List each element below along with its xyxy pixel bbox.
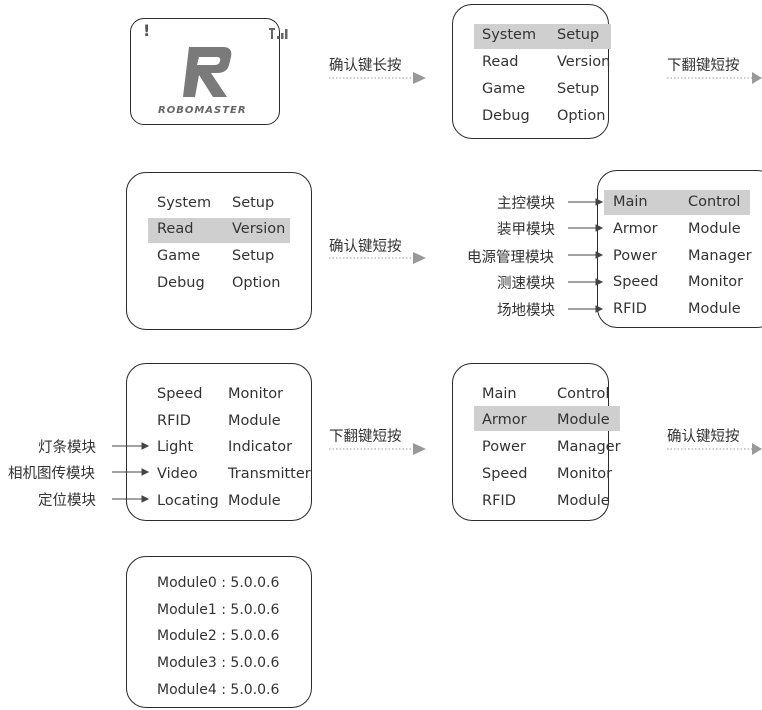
menu-item-version[interactable]: Version	[232, 221, 286, 237]
module-item-monitor[interactable]: Monitor	[228, 386, 284, 402]
version-line-module1: Module1 : 5.0.0.6	[157, 602, 280, 618]
menu-item-setup[interactable]: Setup	[232, 195, 275, 211]
module-item-rfid-module[interactable]: Module	[228, 413, 281, 429]
label-power-cn: 电源管理模块	[467, 250, 554, 266]
menu-item-game-setup[interactable]: Setup	[232, 248, 275, 264]
label-rfid-cn: 场地模块	[497, 303, 555, 319]
selected-row-highlight	[474, 24, 611, 49]
module-item-transmitter[interactable]: Transmitter	[228, 466, 311, 482]
menu-item-read[interactable]: Read	[157, 221, 194, 237]
label-locating-cn: 定位模块	[38, 493, 96, 509]
version-line-module4: Module4 : 5.0.0.6	[157, 682, 280, 698]
menu-item-system[interactable]: System	[482, 27, 537, 43]
label-main-control-cn: 主控模块	[497, 196, 555, 212]
module-item-monitor[interactable]: Monitor	[557, 466, 613, 482]
module-item-indicator[interactable]: Indicator	[228, 439, 293, 455]
menu-item-game[interactable]: Game	[482, 81, 526, 97]
arrowhead-icon	[413, 443, 426, 455]
module-item-armor-module[interactable]: Module	[557, 412, 610, 428]
module-item-video[interactable]: Video	[157, 466, 198, 482]
arrowhead-icon	[752, 443, 762, 455]
menu-item-read[interactable]: Read	[482, 54, 519, 70]
selected-row-highlight	[604, 190, 750, 215]
module-item-main[interactable]: Main	[482, 386, 517, 402]
dotted-step-arrow	[329, 77, 752, 450]
version-line-module0: Module0 : 5.0.0.6	[157, 575, 280, 591]
menu-item-debug[interactable]: Debug	[482, 108, 530, 124]
step-label-down-short-2: 下翻键短按	[329, 429, 402, 445]
step-label-long-confirm: 确认键长按	[329, 58, 402, 74]
step-label-down-short-1: 下翻键短按	[667, 58, 740, 74]
module-menu-panel-scrolled	[126, 363, 312, 521]
menu-item-option[interactable]: Option	[232, 275, 281, 291]
arrowhead-icon	[752, 72, 762, 84]
label-light-cn: 灯条模块	[38, 440, 96, 456]
selected-row-highlight	[148, 218, 290, 243]
signal-icon	[267, 25, 291, 44]
module-item-armor[interactable]: Armor	[482, 412, 527, 428]
module-item-control[interactable]: Control	[557, 386, 610, 402]
module-item-monitor[interactable]: Monitor	[688, 274, 744, 290]
module-item-rfid-module[interactable]: Module	[688, 301, 741, 317]
module-item-control[interactable]: Control	[688, 194, 741, 210]
menu-item-version[interactable]: Version	[557, 54, 611, 70]
menu-item-setup[interactable]: Setup	[557, 27, 600, 43]
module-item-main[interactable]: Main	[613, 194, 648, 210]
version-line-module3: Module3 : 5.0.0.6	[157, 655, 280, 671]
menu-item-game[interactable]: Game	[157, 248, 201, 264]
robomaster-wordmark: ROBOMASTER	[158, 105, 247, 116]
splash-screen-panel: ! ROBOMASTER	[130, 18, 288, 125]
version-line-module2: Module2 : 5.0.0.6	[157, 628, 280, 644]
menu-item-system[interactable]: System	[157, 195, 212, 211]
version-info-panel	[126, 556, 312, 708]
module-item-armor[interactable]: Armor	[613, 221, 658, 237]
module-item-manager[interactable]: Manager	[688, 248, 752, 264]
arrowhead-icon	[413, 252, 426, 264]
module-item-rfid[interactable]: RFID	[157, 413, 191, 429]
step-label-confirm-short-1: 确认键短按	[329, 239, 402, 255]
label-speed-cn: 测速模块	[497, 276, 555, 292]
label-armor-cn: 装甲模块	[497, 222, 555, 238]
menu-item-option[interactable]: Option	[557, 108, 606, 124]
step-label-confirm-short-2: 确认键短按	[667, 429, 740, 445]
module-item-rfid[interactable]: RFID	[482, 493, 516, 509]
module-item-rfid[interactable]: RFID	[613, 301, 647, 317]
module-item-power[interactable]: Power	[613, 248, 657, 264]
warning-icon: !	[143, 21, 151, 40]
module-item-manager[interactable]: Manager	[557, 439, 621, 455]
module-item-light[interactable]: Light	[157, 439, 194, 455]
label-video-cn: 相机图传模块	[8, 466, 95, 482]
module-item-speed[interactable]: Speed	[482, 466, 528, 482]
module-menu-panel-2	[452, 363, 609, 521]
module-item-power[interactable]: Power	[482, 439, 526, 455]
menu-item-debug[interactable]: Debug	[157, 275, 205, 291]
menu-item-game-setup[interactable]: Setup	[557, 81, 600, 97]
module-item-speed[interactable]: Speed	[613, 274, 659, 290]
module-item-locating[interactable]: Locating	[157, 493, 219, 509]
main-menu-panel-2	[126, 172, 312, 330]
module-item-armor-module[interactable]: Module	[688, 221, 741, 237]
selected-row-highlight	[474, 406, 620, 431]
robomaster-logo	[179, 43, 235, 105]
module-item-locating-module[interactable]: Module	[228, 493, 281, 509]
leader-lines	[112, 198, 604, 503]
module-item-rfid-module[interactable]: Module	[557, 493, 610, 509]
arrowhead-icon	[413, 72, 426, 84]
module-item-speed[interactable]: Speed	[157, 386, 203, 402]
